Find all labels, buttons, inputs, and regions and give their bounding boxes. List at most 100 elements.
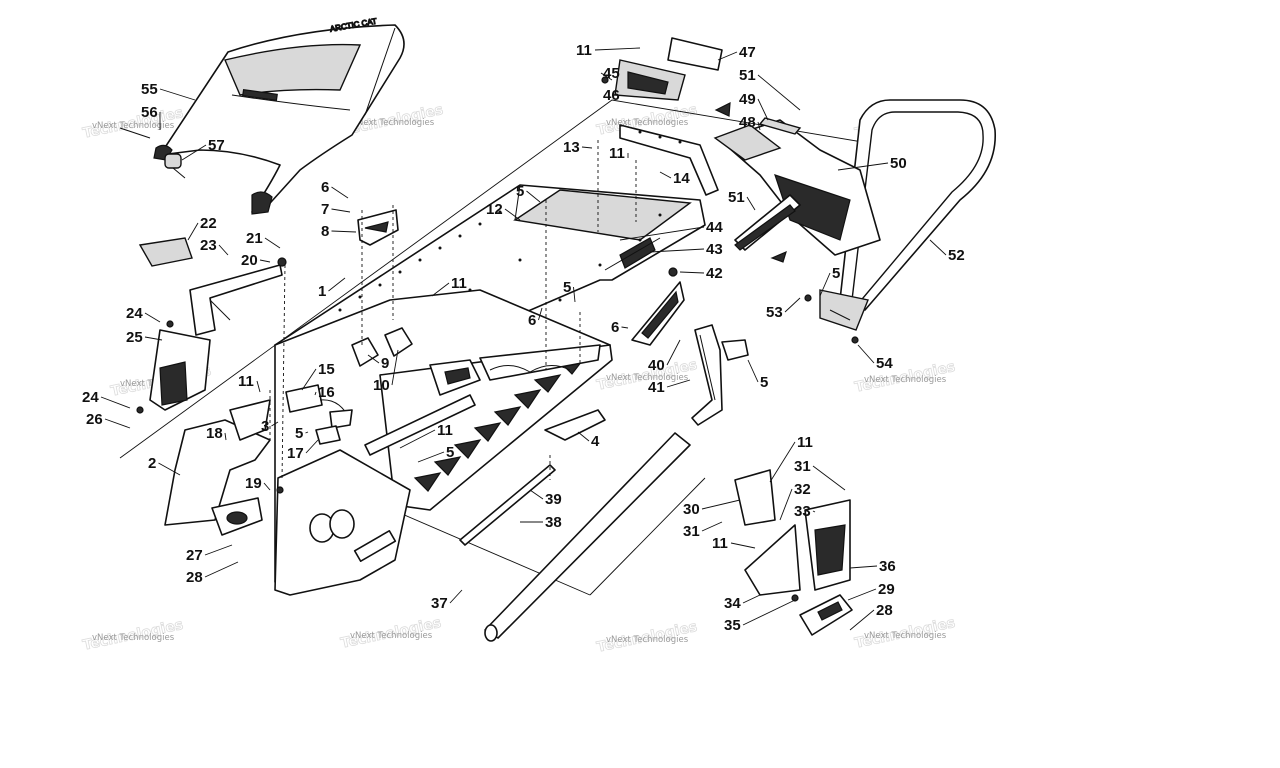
callout-17: 17 — [287, 439, 319, 462]
callout-label: 52 — [948, 247, 965, 264]
callout-label: 16 — [318, 384, 335, 401]
callout-12: 12 — [486, 201, 521, 221]
callout-10: 10 — [373, 349, 399, 394]
callout-29: 29 — [847, 581, 895, 601]
leader-line — [271, 421, 279, 427]
callout-49: 49 — [739, 91, 769, 121]
tail-light-part — [614, 37, 723, 101]
leader-line — [747, 359, 759, 383]
callout-label: 11 — [712, 535, 728, 552]
callout-label: 6 — [528, 312, 536, 329]
callout-11: 11 — [238, 373, 261, 393]
watermark-text: vNext Technologies — [606, 635, 689, 645]
callout-11: 11 — [769, 434, 813, 483]
strip-part — [758, 117, 802, 135]
callout-label: 23 — [200, 237, 217, 254]
guard-part — [149, 329, 211, 411]
strap-part — [691, 324, 749, 426]
callout-label: 3 — [261, 418, 269, 435]
callout-label: 38 — [545, 514, 562, 531]
callout-47: 47 — [717, 44, 756, 61]
callout-label: 11 — [238, 373, 254, 390]
callout-label: 11 — [576, 42, 592, 59]
callout-label: 13 — [563, 139, 580, 156]
callout-label: 7 — [321, 201, 329, 218]
callout-label: 14 — [673, 170, 690, 187]
callout-label: 11 — [609, 145, 625, 162]
callout-label: 10 — [373, 377, 390, 394]
leader-line — [431, 282, 450, 297]
leader-line — [538, 307, 543, 321]
knob-part — [164, 153, 186, 179]
callout-label: 29 — [878, 581, 895, 598]
callout-8: 8 — [321, 223, 357, 240]
bracket-8 — [357, 209, 399, 246]
tunnel-part — [274, 184, 706, 596]
callout-53: 53 — [766, 297, 801, 321]
callout-44: 44 — [619, 219, 723, 241]
callout-11: 11 — [431, 275, 467, 297]
leader-line — [187, 222, 199, 241]
leader-line — [649, 248, 705, 253]
callout-16: 16 — [314, 384, 335, 401]
callout-label: 22 — [200, 215, 217, 232]
callout-24: 24 — [82, 389, 131, 409]
leader-line — [812, 465, 846, 491]
callout-5: 5 — [417, 444, 454, 463]
callout-36: 36 — [849, 558, 896, 575]
callout-28: 28 — [849, 602, 893, 631]
leader-line — [204, 544, 233, 556]
callout-2: 2 — [148, 455, 181, 476]
callout-30: 30 — [683, 499, 741, 518]
leader-line — [144, 336, 163, 341]
callout-21: 21 — [246, 230, 281, 249]
rear-bumper-part — [819, 99, 996, 331]
callout-label: 25 — [126, 329, 143, 346]
bracket-part — [619, 124, 719, 196]
callout-6: 6 — [528, 307, 543, 329]
callout-label: 37 — [431, 595, 448, 612]
leader-line — [581, 146, 593, 149]
plate-hole — [226, 511, 248, 525]
callout-38: 38 — [520, 514, 562, 531]
leader-line — [331, 230, 357, 233]
callout-11: 11 — [609, 145, 629, 162]
callout-label: 46 — [603, 87, 620, 104]
watermark-text: vNext Technologies — [606, 118, 689, 128]
callout-42: 42 — [679, 265, 723, 282]
watermark-text: vNext Technologies — [864, 375, 947, 385]
callout-52: 52 — [929, 239, 965, 264]
callout-25: 25 — [126, 329, 163, 346]
callout-27: 27 — [186, 544, 233, 564]
side-panel-part — [164, 399, 271, 526]
plate-4 — [544, 409, 606, 441]
callout-35: 35 — [724, 599, 796, 634]
leader-line — [659, 171, 672, 179]
callout-5: 5 — [295, 425, 309, 442]
leader-line — [259, 259, 271, 263]
callout-label: 49 — [739, 91, 756, 108]
module-part — [285, 384, 353, 429]
callout-label: 34 — [724, 595, 741, 612]
callout-14: 14 — [659, 170, 690, 187]
callout-label: 33 — [794, 503, 811, 520]
callout-31: 31 — [794, 458, 846, 491]
leader-line — [264, 237, 281, 249]
callout-label: 30 — [683, 501, 700, 518]
callout-label: 2 — [148, 455, 156, 472]
callout-39: 39 — [529, 489, 562, 508]
callout-label: 42 — [706, 265, 723, 282]
callout-label: 12 — [486, 201, 503, 218]
leader-line — [666, 339, 681, 366]
leader-line — [529, 489, 544, 500]
watermark-text: vNext Technologies — [350, 631, 433, 641]
leader-line — [679, 271, 705, 274]
callout-37: 37 — [431, 589, 463, 612]
callout-label: 36 — [879, 558, 896, 575]
callout-5: 5 — [516, 183, 541, 203]
callout-3: 3 — [261, 418, 279, 435]
leader-line — [929, 239, 947, 256]
